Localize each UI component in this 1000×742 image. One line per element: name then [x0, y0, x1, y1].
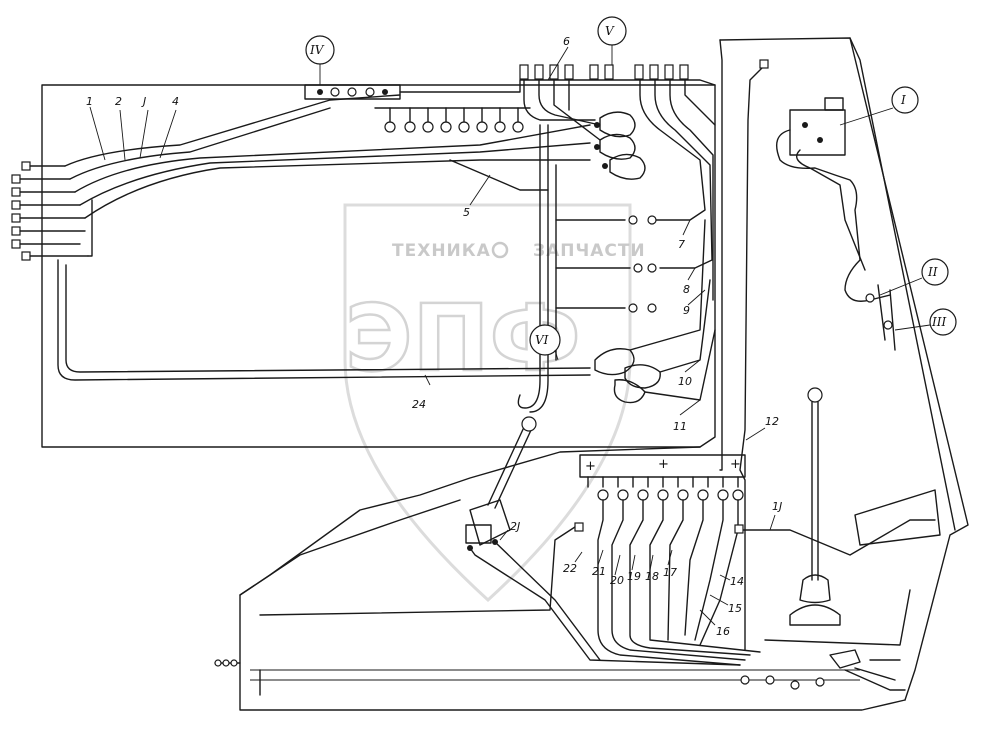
callout-iv: IV	[309, 43, 325, 57]
upper-valve-cluster	[594, 111, 646, 180]
callout-21: 21	[592, 565, 606, 578]
plus-sign-2: +	[658, 457, 669, 472]
callout-18: 18	[645, 570, 659, 583]
number-callouts: 1 2 J 4 5 6 7 8 9 10 11 12 1J 14 15 16 1…	[86, 35, 782, 638]
callout-20: 20	[610, 574, 624, 587]
callout-13: 1J	[772, 500, 782, 513]
callout-ii: II	[927, 265, 938, 279]
callout-17: 17	[663, 566, 677, 579]
plus-sign-1: +	[585, 459, 596, 474]
callout-8: 8	[683, 283, 690, 296]
lower-valve-bank	[259, 454, 936, 666]
watermark-text-right: ЗАПЧАСТИ	[533, 241, 646, 261]
callout-9: 9	[683, 304, 690, 317]
callout-10: 10	[678, 375, 692, 388]
callout-1: 1	[86, 95, 93, 108]
plus-sign-3: +	[730, 457, 741, 472]
pipe-12	[739, 59, 769, 651]
center-lever	[465, 416, 741, 666]
callout-22: 22	[563, 562, 577, 575]
manifold-v	[519, 64, 716, 301]
callout-14: 14	[730, 575, 744, 588]
callout-3: J	[141, 95, 146, 108]
gear-icon	[491, 241, 509, 259]
block-i	[776, 97, 896, 351]
upper-panel	[41, 84, 716, 448]
manifold-iv	[304, 79, 716, 100]
lower-valve-cluster	[57, 219, 716, 404]
callout-vi: VI	[535, 333, 549, 347]
callout-2: 2	[115, 95, 122, 108]
callout-iii: III	[931, 315, 946, 329]
roman-callouts: I II III IV V VI	[305, 16, 957, 361]
callout-4: 4	[172, 95, 179, 108]
callout-6: 6	[563, 35, 570, 48]
watermark-text-left: ТЕХНИКА	[392, 241, 491, 261]
bottom-fittings	[740, 649, 906, 691]
callout-12: 12	[765, 415, 779, 428]
callout-7: 7	[678, 238, 685, 251]
lower-compartment	[214, 499, 860, 696]
right-lever	[764, 387, 941, 646]
callout-15: 15	[728, 602, 742, 615]
callout-16: 16	[716, 625, 730, 638]
callout-i: I	[900, 93, 906, 107]
left-fittings	[11, 94, 591, 261]
callout-23: 2J	[510, 520, 520, 533]
center-bundle	[449, 124, 657, 413]
callout-24: 24	[412, 398, 426, 411]
callout-11: 11	[673, 420, 687, 433]
callout-5: 5	[463, 206, 470, 219]
callout-19: 19	[627, 570, 641, 583]
callout-v: V	[605, 24, 615, 38]
upper-valve-row	[374, 107, 531, 133]
